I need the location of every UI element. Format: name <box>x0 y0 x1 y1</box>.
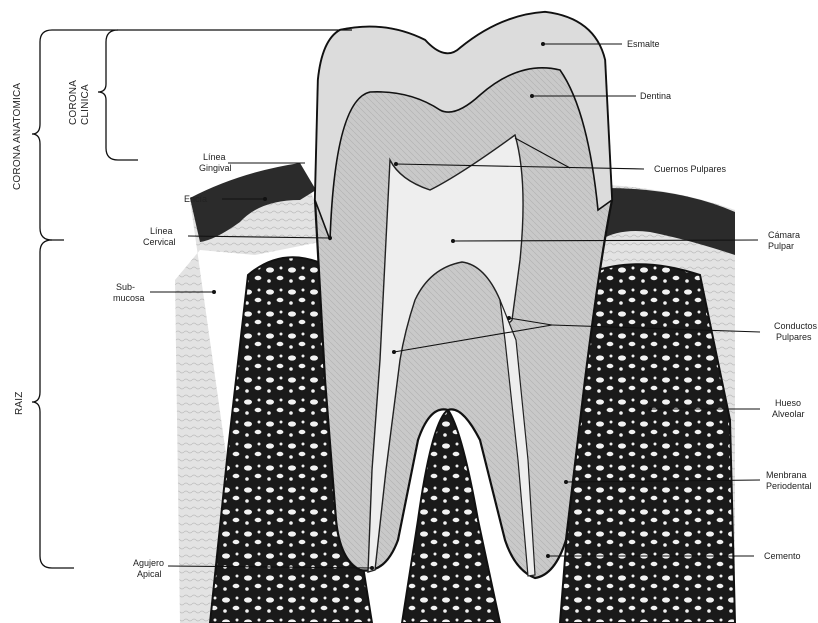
label-dentina: Dentina <box>640 91 671 101</box>
label-conductos-pulpares-2: Pulpares <box>776 332 812 342</box>
brace-corona-clinica <box>98 30 138 160</box>
label-linea-gingival-1: Línea <box>203 152 226 162</box>
label-esmalte: Esmalte <box>627 39 660 49</box>
label-linea-cervical-1: Línea <box>150 226 173 236</box>
brace-raiz <box>32 240 74 568</box>
label-agujero-apical-1: Agujero <box>133 558 164 568</box>
label-membrana-periodontal-2: Periodental <box>766 481 812 491</box>
label-hueso-alveolar-1: Hueso <box>775 398 801 408</box>
label-corona-clinica-1: CORONA <box>68 80 79 125</box>
label-cemento: Cemento <box>764 551 801 561</box>
label-raiz: RAIZ <box>14 391 25 415</box>
label-corona-anatomica: CORONA ANATOMICA <box>12 83 23 190</box>
label-membrana-periodontal-1: Menbrana <box>766 470 807 480</box>
label-submucosa-2: mucosa <box>113 293 145 303</box>
label-linea-cervical-2: Cervical <box>143 237 176 247</box>
label-submucosa-1: Sub- <box>116 282 135 292</box>
label-encia: Encía <box>184 194 207 204</box>
label-linea-gingival-2: Gingival <box>199 163 232 173</box>
label-conductos-pulpares-1: Conductos <box>774 321 818 331</box>
label-hueso-alveolar-2: Alveolar <box>772 409 805 419</box>
label-cuernos-pulpares: Cuernos Pulpares <box>654 164 727 174</box>
label-camara-pulpar-2: Pulpar <box>768 241 794 251</box>
label-corona-clinica-2: CLINICA <box>80 84 91 125</box>
label-camara-pulpar-1: Cámara <box>768 230 800 240</box>
label-agujero-apical-2: Apical <box>137 569 162 579</box>
